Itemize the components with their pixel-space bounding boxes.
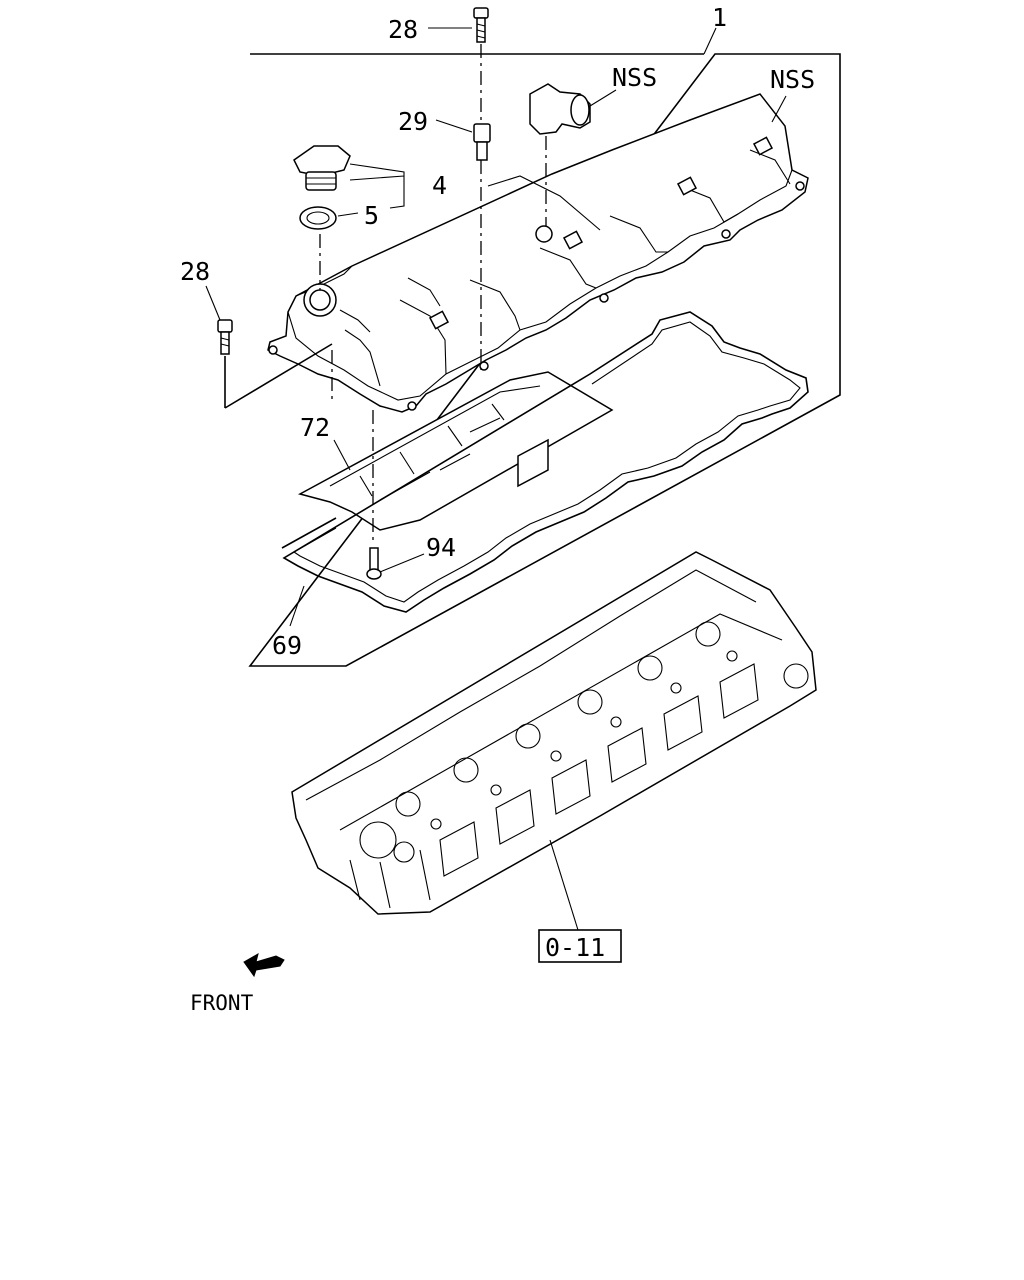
front-arrow-icon [243,952,285,978]
callout-nss-elbow: NSS [612,63,657,92]
leader-lines [205,27,787,931]
seal-ring [299,206,337,230]
baffle-plate [297,371,614,531]
callout-labels: 1 28 29 4 5 28 NSS NSS 72 94 69 [180,3,815,660]
reference-box: 0-11 [538,929,622,963]
callout-nss-cover: NSS [770,65,815,94]
callout-94: 94 [426,533,456,562]
callout-69: 69 [272,631,302,660]
callout-29: 29 [398,107,428,136]
callout-72: 72 [300,413,330,442]
bolt-left [217,319,233,355]
callout-5: 5 [364,201,379,230]
cylinder-head [291,551,817,915]
head-ports [439,663,759,877]
screw [366,547,382,580]
assembly-centerlines [224,44,547,540]
callout-28-left: 28 [180,257,210,286]
valve-cover [267,93,809,413]
callout-4: 4 [432,171,447,200]
bolt-top [473,7,489,43]
front-indicator: FRONT [190,952,285,1015]
front-label: FRONT [190,991,254,1015]
assembly-frame [248,27,841,667]
breather-elbow [529,83,591,135]
head-bores [359,621,809,863]
reference-box-label: 0-11 [545,933,605,962]
callout-1: 1 [712,3,727,32]
oil-filler-cap [293,145,351,191]
callout-28-top: 28 [388,15,418,44]
cover-gasket [281,311,809,613]
stud [473,123,491,161]
